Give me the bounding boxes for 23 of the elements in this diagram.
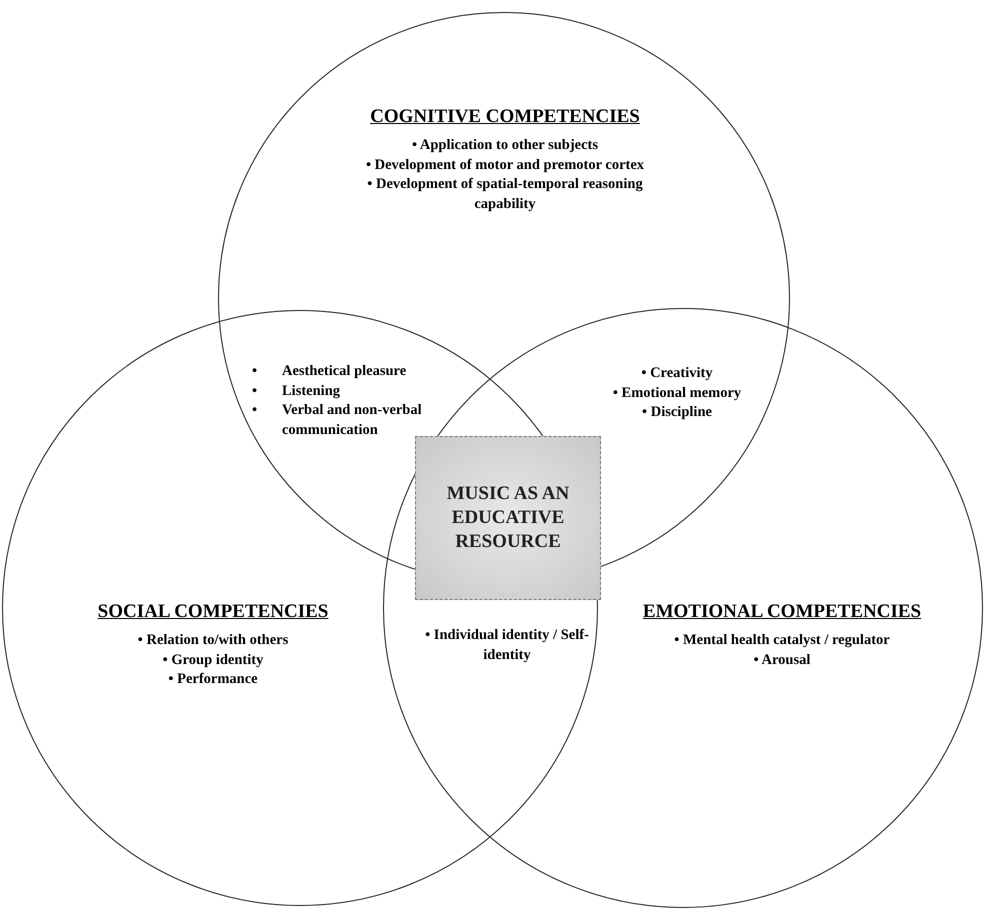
- category-heading: SOCIAL COMPETENCIES: [98, 601, 328, 623]
- bullet-item: • Development of spatial-temporal reasoning capability: [366, 175, 644, 214]
- category-heading: EMOTIONAL COMPETENCIES: [642, 601, 922, 623]
- bullet-item: • Emotional memory: [612, 384, 742, 403]
- bullet-item: Aesthetical pleasure: [282, 362, 406, 381]
- bullet-item: • Group identity: [162, 650, 264, 670]
- bullet-mark: •: [252, 362, 258, 381]
- bullet-item: • Relation to/with others: [136, 631, 290, 650]
- bullet-item: • Individual identity / Self-identity: [424, 626, 590, 665]
- bullet-mark: •: [252, 382, 258, 401]
- bullet-item: Verbal and non-verbal communication: [282, 401, 423, 440]
- category-heading: COGNITIVE COMPETENCIES: [370, 106, 640, 128]
- bullet-mark: •: [252, 401, 258, 420]
- bullet-item: • Discipline: [642, 403, 712, 422]
- bullet-item: • Development of motor and premotor cortex: [364, 156, 646, 175]
- bullet-item: Listening: [282, 382, 340, 401]
- bullet-item: • Arousal: [752, 650, 812, 670]
- center-title: MUSIC AS AN EDUCATIVE RESOURCE: [446, 482, 570, 554]
- bullet-item: • Application to other subjects: [410, 136, 600, 155]
- bullet-item: • Performance: [167, 670, 259, 690]
- bullet-item: • Creativity: [641, 364, 713, 383]
- center-box: [415, 436, 601, 600]
- bullet-item: • Mental health catalyst / regulator: [673, 631, 891, 650]
